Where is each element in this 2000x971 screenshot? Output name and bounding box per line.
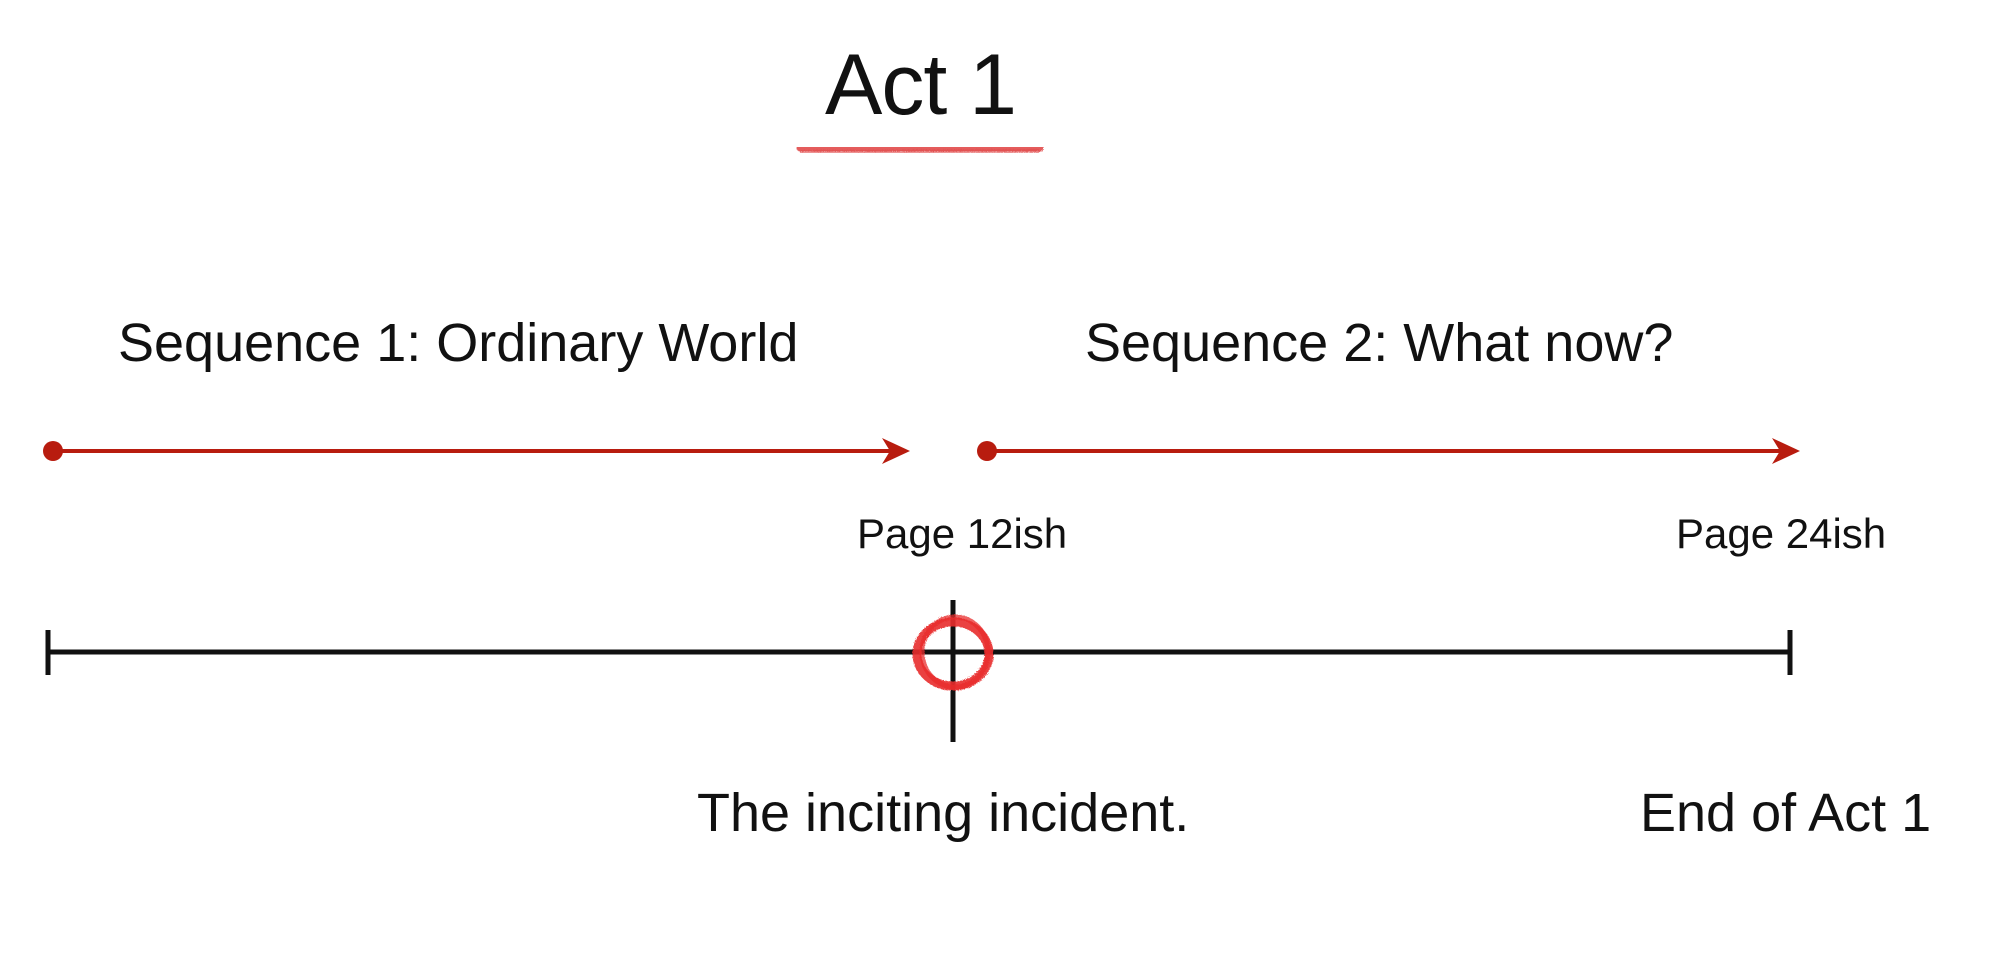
title-underline [796,144,1044,154]
inciting-incident-label: The inciting incident. [697,783,1190,843]
end-of-act-label: End of Act 1 [1640,783,1932,843]
sequence-1-arrowhead [882,438,910,464]
act-title: Act 1 [825,37,1017,133]
page-24-marker-label: Page 24ish [1676,510,1887,557]
sequence-1-arrow [43,438,910,464]
sequence-2-arrow [977,438,1800,464]
inciting-incident-circle [912,614,994,691]
page-12-marker-label: Page 12ish [857,510,1068,557]
sequence-2-arrowhead [1772,438,1800,464]
sequence-1-label: Sequence 1: Ordinary World [118,313,799,373]
sequence-2-label: Sequence 2: What now? [1085,313,1674,373]
